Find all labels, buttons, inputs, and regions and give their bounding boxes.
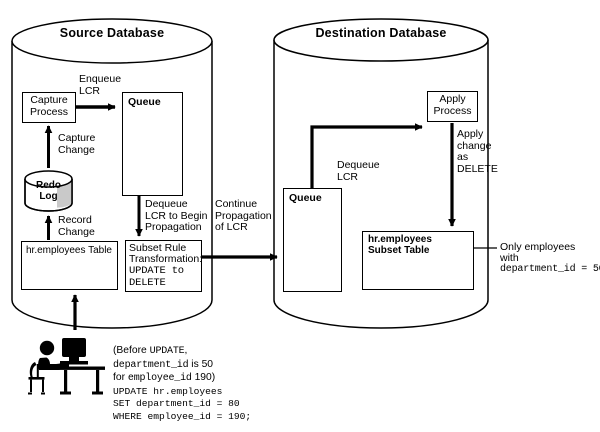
apply-process-label: Apply Process: [433, 93, 472, 117]
callout-line3: department_id = 50: [500, 264, 600, 275]
sql-note-line3: for employee_id 190): [113, 372, 363, 386]
edge-label-dequeue-begin-propagation: Dequeue LCR to Begin Propagation: [145, 198, 208, 233]
source-queue-label: Queue: [128, 96, 161, 108]
sql-note-line2: department_id is 50: [113, 359, 363, 373]
sql-note2-b: is 50: [188, 358, 214, 370]
user-at-computer-icon: [28, 338, 105, 395]
sql-note2-a: department_id: [113, 359, 189, 371]
sql-note1-a: (Before: [113, 345, 150, 356]
subset-rule-line4: DELETE: [129, 277, 166, 289]
subset-table-line1: hr.employees: [368, 234, 432, 245]
sql-statement-line1: UPDATE hr.employees: [113, 385, 223, 397]
edge-label-apply-change-as-delete: Apply change as DELETE: [457, 128, 498, 175]
edge-label-dequeue-lcr: Dequeue LCR: [337, 159, 380, 183]
sql-note3-b: employee_id: [127, 373, 192, 385]
subset-table-line2: Subset Table: [368, 245, 430, 256]
callout-line1: Only employees: [500, 241, 576, 253]
hr-employees-table-box[interactable]: [21, 241, 118, 290]
capture-process-label: Capture Process: [30, 94, 68, 118]
redo-log-cylinder-icon: [24, 170, 73, 212]
sql-note3-a: for: [113, 372, 128, 384]
user-sql-block: (Before UPDATE, department_id is 50 for …: [113, 345, 363, 424]
hr-employees-subset-table-box[interactable]: [362, 231, 474, 290]
edge-label-continue-propagation: Continue Propagation of LCR: [215, 198, 272, 233]
destination-queue-label: Queue: [289, 192, 322, 204]
source-database-title: Source Database: [59, 26, 165, 40]
edge-label-capture-change: Capture Change: [58, 132, 96, 156]
apply-process-box[interactable]: [427, 91, 478, 122]
sql-note-line1: (Before UPDATE,: [113, 345, 363, 359]
edge-label-record-change: Record Change: [58, 214, 95, 238]
sql-note1-c: ,: [184, 345, 188, 356]
capture-process-box[interactable]: [22, 92, 76, 123]
source-queue-box[interactable]: [122, 92, 183, 196]
destination-database-title: Destination Database: [315, 26, 447, 40]
sql-note3-c: 190): [191, 372, 216, 384]
subset-rule-line2: Transformation:: [129, 253, 203, 265]
hr-employees-table-label: hr.employees Table: [26, 245, 112, 256]
callout-line2: with: [500, 252, 519, 264]
subset-rule-line1: Subset Rule: [129, 242, 187, 254]
subset-rule-transformation-box[interactable]: [125, 240, 202, 292]
sql-statement-line2: SET department_id = 80: [113, 398, 240, 410]
edge-label-enqueue-lcr: Enqueue LCR: [79, 73, 122, 97]
sql-note1-b: UPDATE: [149, 346, 185, 357]
subset-rule-line3: UPDATE to: [129, 265, 184, 277]
destination-queue-box[interactable]: [283, 188, 342, 292]
flow-arrows: [44, 103, 456, 330]
redo-log-label: Redo Log: [36, 180, 61, 202]
sql-statement-line3: WHERE employee_id = 190;: [113, 410, 252, 422]
